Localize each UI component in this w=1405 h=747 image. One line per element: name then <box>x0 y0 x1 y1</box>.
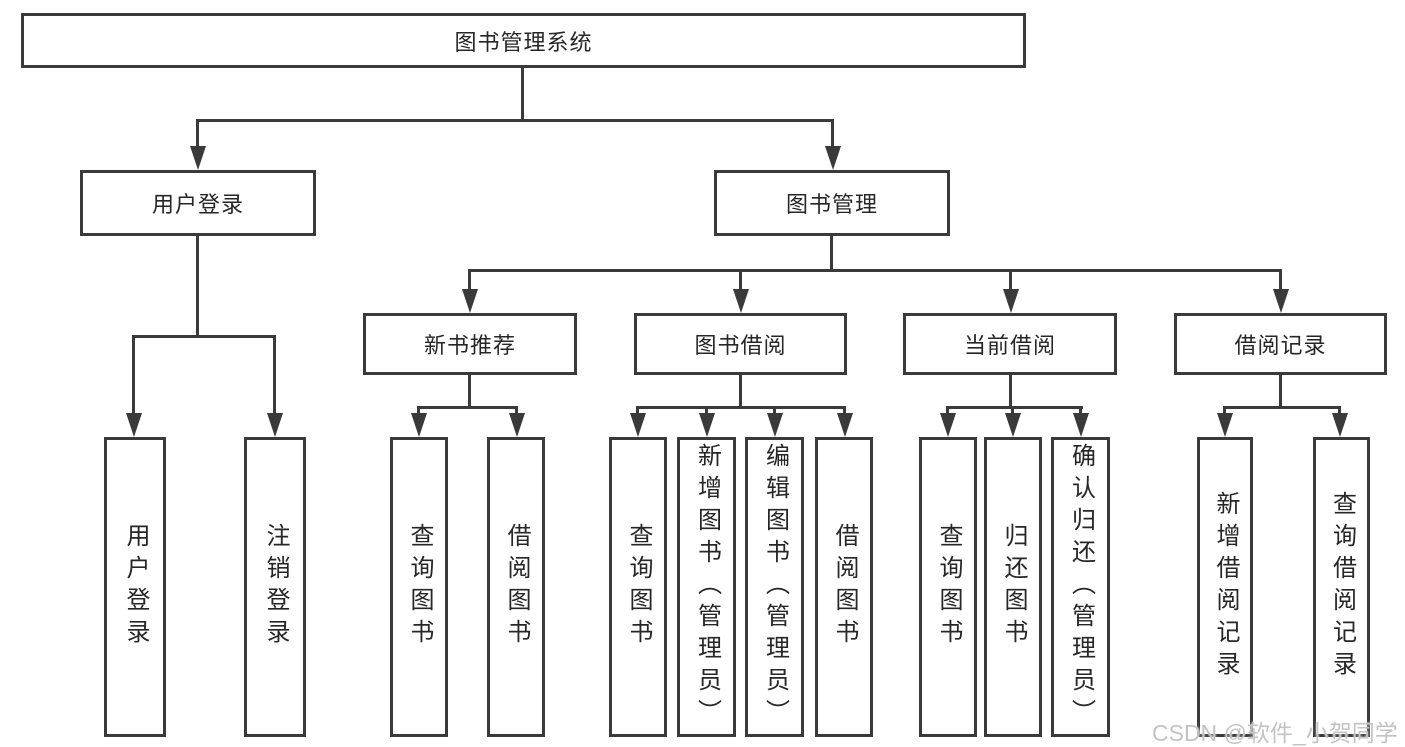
connector-line <box>1279 269 1282 291</box>
arrow-down-icon <box>825 146 841 170</box>
node-nbr-query-books-label: 查询图书 <box>406 523 433 651</box>
connector-line <box>843 406 846 415</box>
connector-line <box>1079 406 1082 415</box>
connector-line <box>946 406 1083 409</box>
connector-line <box>132 335 135 415</box>
arrow-down-icon <box>1003 289 1019 313</box>
node-logout-label: 注销登录 <box>262 523 289 651</box>
connector-line <box>468 375 471 409</box>
node-new-book-recommend: 新书推荐 <box>363 313 577 375</box>
node-cb-return-books: 归还图书 <box>984 437 1042 737</box>
node-bb-borrow-books: 借阅图书 <box>815 437 873 737</box>
connector-line <box>196 236 199 338</box>
arrow-down-icon <box>1217 413 1233 437</box>
arrow-down-icon <box>940 413 956 437</box>
node-cb-confirm-return-admin-label: 确认归还（管理员） <box>1067 443 1095 731</box>
arrow-down-icon <box>267 413 283 437</box>
connector-line <box>468 269 471 291</box>
connector-line <box>739 375 742 409</box>
node-nbr-borrow-books: 借阅图书 <box>487 437 545 737</box>
node-br-add-record-label: 新增借阅记录 <box>1212 491 1239 683</box>
node-bb-edit-books-admin-label: 编辑图书（管理员） <box>761 443 789 731</box>
node-book-management-label: 图书管理 <box>785 192 878 217</box>
arrow-down-icon <box>1073 413 1089 437</box>
connector-line <box>417 406 420 415</box>
connector-line <box>417 406 518 409</box>
node-cb-query-books-label: 查询图书 <box>935 523 962 651</box>
node-br-query-record-label: 查询借阅记录 <box>1328 491 1356 683</box>
node-user-login-label: 用户登录 <box>122 523 149 651</box>
node-book-borrow: 图书借阅 <box>634 313 847 375</box>
connector-line <box>468 269 1282 272</box>
arrow-down-icon <box>509 413 525 437</box>
node-nbr-query-books: 查询图书 <box>390 437 448 737</box>
connector-line <box>1279 375 1282 409</box>
connector-line <box>946 406 949 415</box>
node-new-book-recommend-label: 新书推荐 <box>423 333 516 358</box>
arrow-down-icon <box>733 289 749 313</box>
node-book-management: 图书管理 <box>714 170 950 236</box>
node-bb-query-books-label: 查询图书 <box>625 523 652 651</box>
connector-line <box>1223 406 1341 409</box>
node-br-query-record: 查询借阅记录 <box>1313 437 1370 737</box>
node-nbr-borrow-books-label: 借阅图书 <box>503 523 530 651</box>
connector-line <box>515 406 518 415</box>
arrow-down-icon <box>1273 289 1289 313</box>
node-bb-query-books: 查询图书 <box>609 437 667 737</box>
arrow-down-icon <box>1005 413 1021 437</box>
arrow-down-icon <box>190 146 206 170</box>
connector-line <box>132 335 276 338</box>
node-borrow-records: 借阅记录 <box>1174 313 1387 375</box>
arrow-down-icon <box>1332 413 1348 437</box>
connector-line <box>1223 406 1226 415</box>
node-user-login-group-label: 用户登录 <box>151 192 244 217</box>
connector-line <box>1009 375 1012 409</box>
connector-line <box>830 236 833 272</box>
connector-line <box>1011 406 1014 415</box>
connector-line <box>831 119 834 148</box>
node-current-borrow-label: 当前借阅 <box>963 333 1056 358</box>
node-br-add-record: 新增借阅记录 <box>1197 437 1253 737</box>
node-bb-add-books-admin-label: 新增图书（管理员） <box>693 443 721 731</box>
arrow-down-icon <box>126 413 142 437</box>
connector-line <box>636 406 639 415</box>
node-user-login-group: 用户登录 <box>80 170 316 236</box>
arrow-down-icon <box>411 413 427 437</box>
node-logout: 注销登录 <box>244 437 306 737</box>
connector-line <box>273 335 276 415</box>
node-root-label: 图书管理系统 <box>454 29 593 55</box>
node-bb-edit-books-admin: 编辑图书（管理员） <box>745 437 804 737</box>
arrow-down-icon <box>462 289 478 313</box>
connector-line <box>1338 406 1341 415</box>
node-borrow-records-label: 借阅记录 <box>1234 333 1327 358</box>
arrow-down-icon <box>699 413 715 437</box>
node-cb-query-books: 查询图书 <box>919 437 977 737</box>
node-user-login: 用户登录 <box>104 437 166 737</box>
connector-line <box>196 119 834 122</box>
node-bb-add-books-admin: 新增图书（管理员） <box>677 437 736 737</box>
connector-line <box>705 406 708 415</box>
connector-line <box>636 406 846 409</box>
node-book-borrow-label: 图书借阅 <box>694 333 787 358</box>
node-cb-return-books-label: 归还图书 <box>1000 523 1027 651</box>
connector-line <box>739 269 742 291</box>
arrow-down-icon <box>630 413 646 437</box>
csdn-watermark: CSDN @软件_小贺同学 <box>1152 720 1398 746</box>
node-root: 图书管理系统 <box>21 13 1026 68</box>
node-bb-borrow-books-label: 借阅图书 <box>831 523 858 651</box>
connector-line <box>196 119 199 148</box>
node-current-borrow: 当前借阅 <box>903 313 1117 375</box>
connector-line <box>773 406 776 415</box>
arrow-down-icon <box>837 413 853 437</box>
node-cb-confirm-return-admin: 确认归还（管理员） <box>1051 437 1110 737</box>
connector-line <box>521 68 524 122</box>
arrow-down-icon <box>767 413 783 437</box>
connector-line <box>1009 269 1012 291</box>
